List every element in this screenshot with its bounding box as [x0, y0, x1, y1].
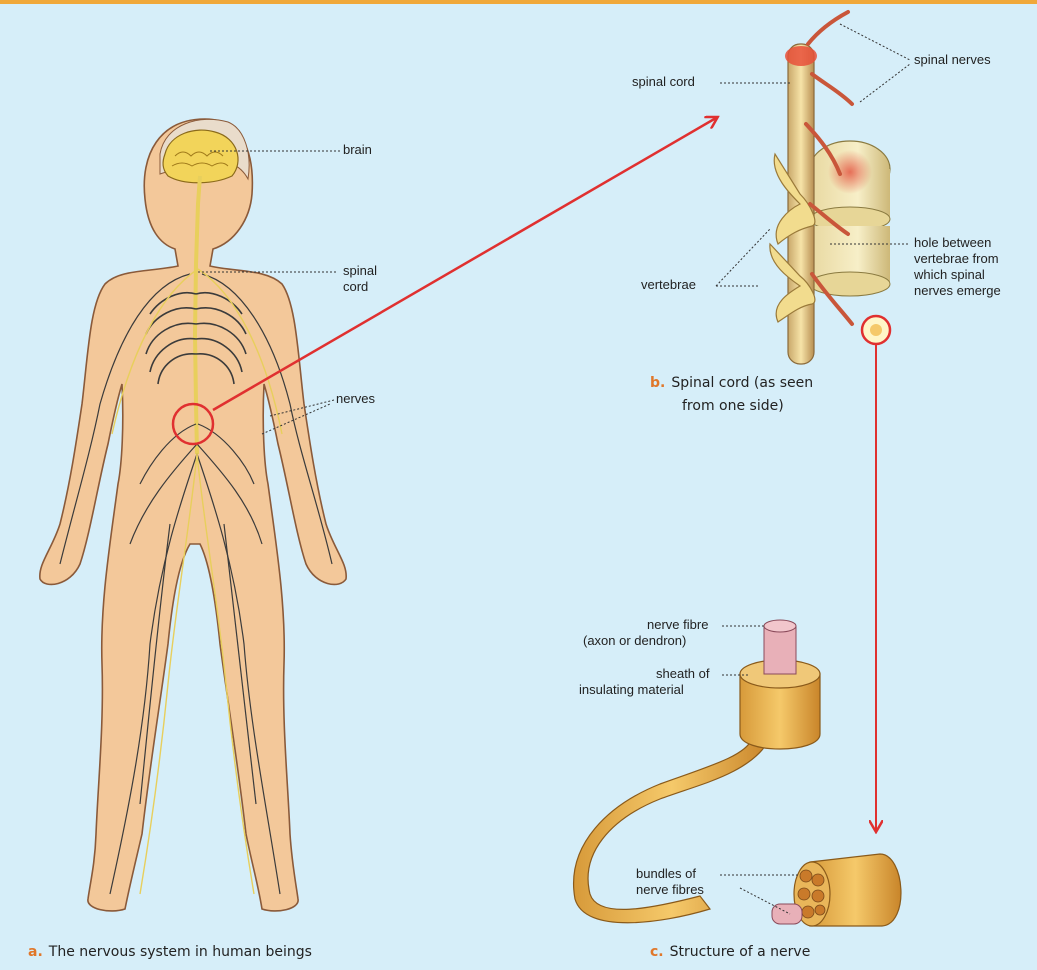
label-vertebrae: vertebrae	[641, 277, 696, 293]
caption-c-letter: c.	[650, 944, 664, 960]
nerve-structure-illustration	[574, 620, 901, 926]
label-hole-line1: hole between	[914, 235, 991, 251]
pointer-arrow	[213, 118, 716, 410]
label-sheath-line1: sheath of	[656, 666, 710, 682]
spinal-cord-illustration	[770, 12, 890, 364]
label-nerve-fibre-line2: (axon or dendron)	[583, 633, 686, 649]
caption-a-text: The nervous system in human beings	[49, 944, 312, 960]
label-spinal-nerves: spinal nerves	[914, 52, 991, 68]
caption-c-text: Structure of a nerve	[670, 944, 811, 960]
label-spinal-cord-a-line1: spinal	[343, 263, 377, 279]
label-spinal-cord-a-line2: cord	[343, 279, 368, 295]
label-nerve-fibre-line1: nerve fibre	[647, 617, 708, 633]
caption-b-line2: from one side)	[682, 398, 784, 414]
caption-a: a. The nervous system in human beings	[28, 944, 312, 960]
label-spinal-cord-b: spinal cord	[632, 74, 695, 90]
diagram-art	[0, 4, 1037, 970]
human-body-figure	[40, 119, 346, 911]
label-bundles-line2: nerve fibres	[636, 882, 704, 898]
caption-b-text-line1: Spinal cord (as seen	[671, 375, 813, 391]
caption-a-letter: a.	[28, 944, 43, 960]
label-sheath-line2: insulating material	[579, 682, 684, 698]
caption-b-letter: b.	[650, 375, 665, 391]
caption-c: c. Structure of a nerve	[650, 944, 810, 960]
label-hole-line2: vertebrae from	[914, 251, 999, 267]
label-nerves: nerves	[336, 391, 375, 407]
label-hole-line3: which spinal	[914, 267, 985, 283]
label-bundles-line1: bundles of	[636, 866, 696, 882]
label-brain: brain	[343, 142, 372, 158]
caption-b-line1: b. Spinal cord (as seen	[650, 375, 813, 391]
label-hole-line4: nerves emerge	[914, 283, 1001, 299]
